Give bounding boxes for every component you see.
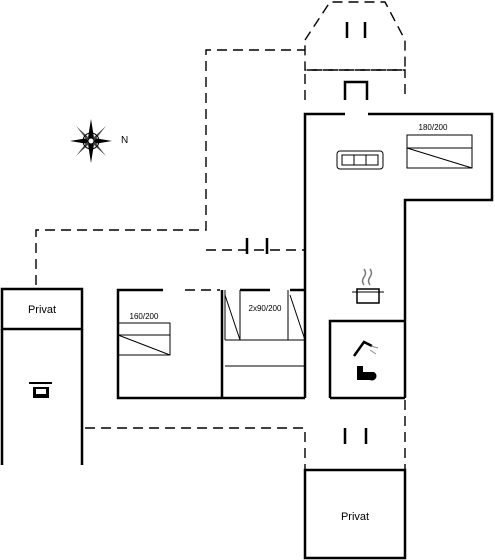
bedroom-left-label: 160/200: [130, 312, 159, 321]
car-icon: [29, 382, 52, 398]
single-bed-icon: [289, 290, 306, 341]
private-bottom-label: Privat: [341, 511, 369, 523]
toilet-icon: [357, 366, 377, 381]
single-bed-icon: [224, 290, 241, 341]
private-bottom-block: [303, 468, 407, 560]
double-bed-icon: [406, 134, 473, 169]
door-icon: [343, 80, 369, 100]
bedroom-top-label: 180/200: [419, 123, 448, 132]
cooking-pot-icon: [352, 268, 384, 304]
door-markers: [245, 22, 368, 444]
private-left-block: [0, 287, 84, 465]
compass-north-label: N: [121, 135, 128, 146]
double-bed-icon: [117, 322, 171, 356]
sofa-icon: [336, 150, 384, 170]
private-left-label: Privat: [28, 304, 56, 316]
shower-icon: [352, 340, 379, 357]
compass-rose-icon: [70, 119, 112, 163]
bedroom-mid-label: 2x90/200: [249, 304, 282, 313]
terrace-outlines: [35, 1, 406, 470]
